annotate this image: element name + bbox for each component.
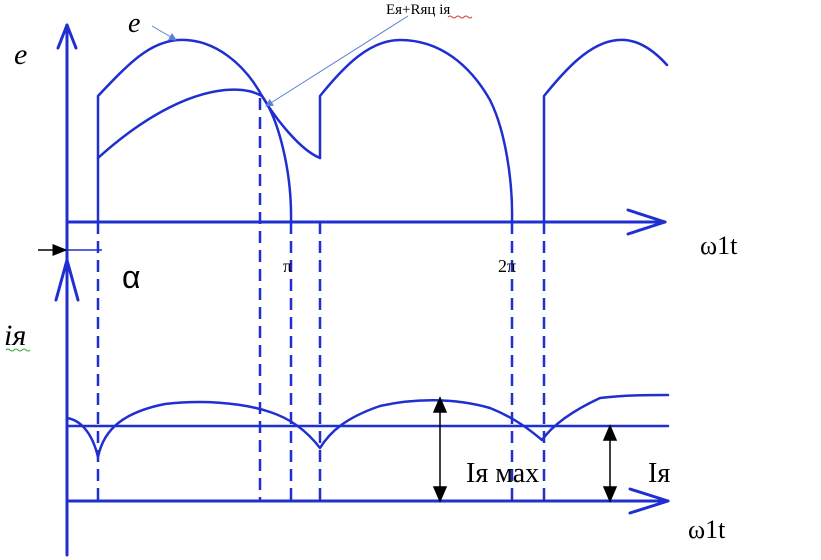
omega-bottom-label: ω1t [688, 515, 726, 544]
top-y-axis-arrowhead [56, 23, 78, 50]
e-segment-1-continuation [260, 94, 293, 224]
bottom-x-axis-arrowhead [628, 487, 670, 515]
e-waveform [96, 38, 669, 224]
current-ripple [65, 393, 670, 459]
current-waveform [65, 393, 670, 459]
e-curve-label: e [128, 8, 140, 39]
omega-top-label: ω1t [700, 231, 738, 260]
pi-label: π [283, 256, 292, 276]
i-mean-dimension [602, 424, 618, 503]
i-axis-underline [5, 348, 31, 352]
top-x-axis-arrowhead [626, 208, 667, 236]
e-segment-2 [318, 38, 514, 224]
bottom-y-axis-arrowhead [54, 258, 80, 302]
dashed-guides [96, 98, 546, 501]
annotation-pointer [265, 15, 409, 107]
e-pointer [151, 25, 177, 41]
i-mean-label: Iя [648, 458, 670, 489]
e-segment-1 [96, 38, 322, 224]
i-max-label: Iя мах [466, 458, 539, 489]
e-axis-label: e [14, 38, 27, 71]
i-axis-label: iя [4, 319, 26, 352]
annotation-underline [447, 15, 473, 19]
i-max-dimension [432, 396, 448, 503]
two-pi-label: 2π [498, 256, 516, 276]
e-segment-3 [542, 38, 669, 224]
alpha-label: α [122, 259, 141, 295]
ea-plus-rir-curve [96, 88, 264, 160]
annotation-label: Eя+Rяц iя [386, 2, 450, 18]
